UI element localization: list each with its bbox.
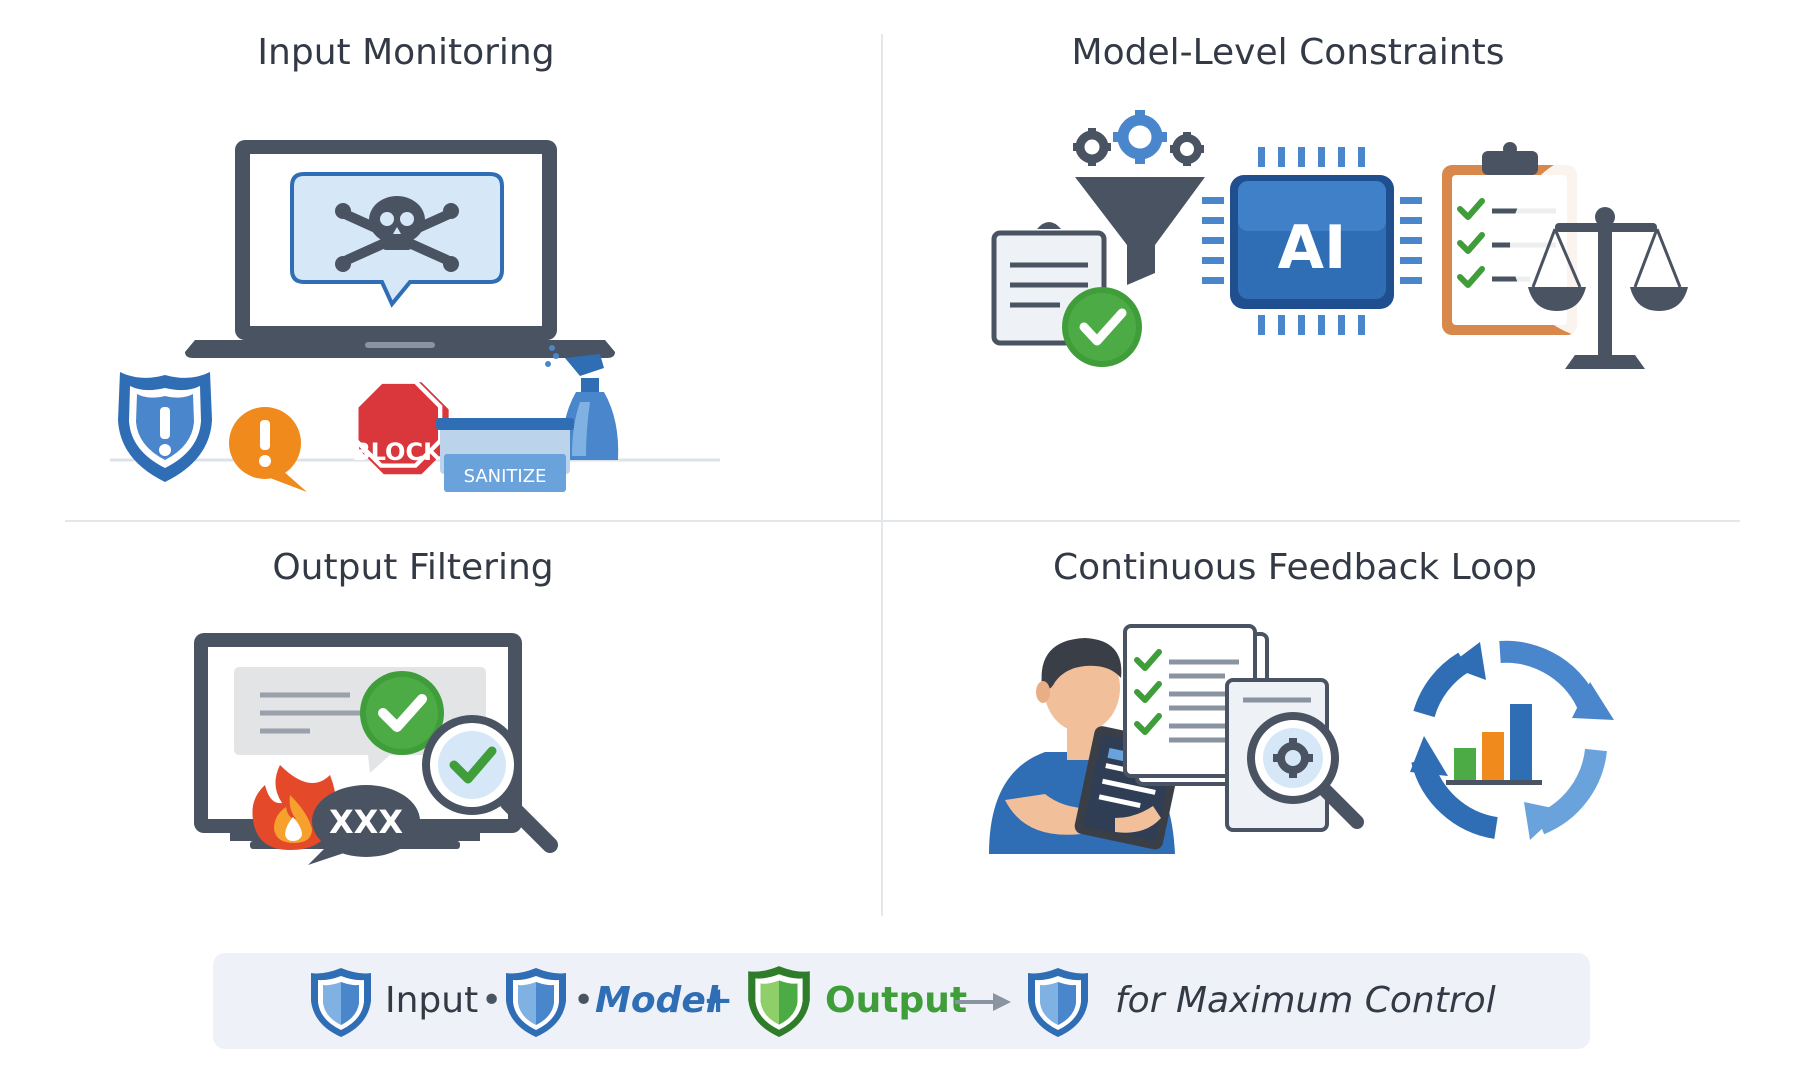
spray-bottle-icon (545, 345, 619, 460)
shield-icon (506, 968, 566, 1037)
shield-alert-icon (118, 372, 212, 482)
feedback-loop-illustration (989, 624, 1614, 854)
shield-icon (311, 968, 371, 1037)
sanitize-label: SANITIZE (464, 466, 547, 487)
vertical-divider (881, 34, 883, 916)
block-stop-sign-icon (354, 379, 449, 475)
arrow-right-icon (955, 993, 1011, 1011)
malicious-message-icon (290, 172, 504, 308)
banner-plus-sign: + (703, 980, 734, 1021)
bar-chart-icon (1446, 704, 1542, 785)
horizontal-divider (65, 520, 1740, 522)
warning-bubble-icon (229, 407, 307, 492)
magnifying-glass-icon (422, 715, 558, 853)
ai-chip-icon (1202, 147, 1422, 335)
approved-document-icon (991, 222, 1142, 367)
input-monitoring-illustration: BLOCK SANITIZE (110, 140, 720, 492)
sanitize-tray-icon (436, 418, 574, 492)
block-label: BLOCK (352, 438, 443, 466)
panel-title-model-constraints: Model-Level Constraints (1071, 32, 1505, 73)
banner-model-text: Model (595, 980, 719, 1021)
output-filtering-illustration: XXX (194, 633, 558, 865)
profanity-bubble-icon (308, 785, 420, 865)
banner-separator-dot: • (481, 980, 503, 1021)
banner-tail-text: for Maximum Control (1115, 980, 1496, 1021)
shield-icon (1028, 968, 1088, 1037)
approved-check-icon (360, 671, 444, 755)
continuous-cycle-icon (1410, 640, 1614, 840)
balance-scale-icon (1510, 150, 1700, 369)
analysis-magnifier-icon (1225, 678, 1364, 832)
model-constraints-illustration: AI (991, 110, 1700, 369)
gears-icon (1073, 110, 1204, 166)
filter-funnel-icon (1075, 177, 1205, 285)
green-shield-icon (748, 966, 810, 1037)
banner-separator-dot: • (573, 980, 595, 1021)
profanity-label: XXX (329, 803, 403, 841)
panel-title-feedback-loop: Continuous Feedback Loop (1053, 547, 1537, 588)
banner-output-text: Output (825, 980, 968, 1021)
banner-input-text: Input (385, 980, 479, 1021)
panel-title-input-monitoring: Input Monitoring (257, 32, 555, 73)
panel-title-output-filtering: Output Filtering (272, 547, 554, 588)
ai-chip-label: AI (1278, 213, 1347, 283)
strategy-banner: Input • • Model + Output for Maximum Con… (213, 953, 1590, 1049)
